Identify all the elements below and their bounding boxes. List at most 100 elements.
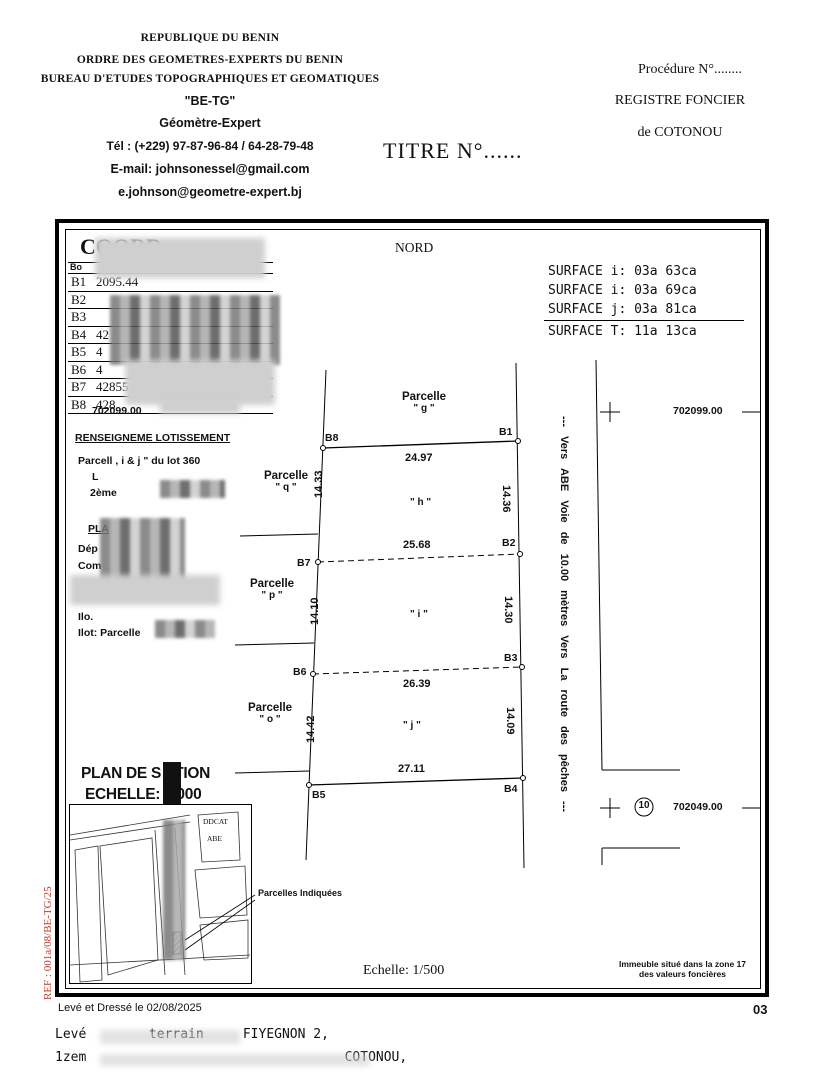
registre-ville: de COTONOU (637, 125, 723, 140)
header-republique: REPUBLIQUE DU BENIN (140, 32, 280, 44)
coord-y-left: 702099.00 (92, 405, 142, 417)
dim-mid2: 26.39 (403, 678, 431, 690)
dim-top: 24.97 (405, 452, 433, 464)
dim-right3: 14.09 (504, 707, 516, 735)
parcel-p: Parcelle " p " (248, 578, 296, 601)
parcel-o: Parcelle " o " (246, 702, 294, 725)
immeuble-note: Immeuble situé dans la zone 17 des valeu… (600, 959, 765, 979)
renseignement-title: RENSEIGNEME LOTISSEMENT (75, 432, 231, 444)
abe-label: ABE (207, 834, 222, 843)
coord-borne: B7 (71, 379, 87, 394)
parcel-o-code: " o " (259, 714, 281, 725)
coord-borne: B5 (71, 344, 87, 359)
situation-title: PLAN DE S ATION (81, 765, 210, 782)
surface-block: SURFACE i: 03a 63ca SURFACE i: 03a 69ca … (544, 262, 748, 341)
dim-left1: 14.33 (313, 470, 325, 498)
coord-borne: B4 (71, 326, 87, 342)
neighbour-boundary (234, 642, 315, 646)
parcel-g-name: Parcelle (401, 391, 447, 403)
coord-borne: B8 (71, 396, 87, 412)
echelle-label: Echelle: 1/500 (363, 963, 445, 978)
coord-borne: B3 (71, 309, 87, 324)
surface-total: SURFACE T: 11a 13ca (548, 324, 697, 339)
marker-circle (634, 797, 654, 817)
renseignement-line2: L (92, 471, 99, 483)
situation-echelle: ECHELLE: 0.000 (85, 786, 202, 803)
parcel-left-boundary (305, 369, 327, 861)
borne-b2 (517, 551, 523, 557)
surface-i1: SURFACE i: 03a 63ca (548, 264, 697, 279)
redaction (125, 360, 275, 405)
borne-label-b1: B1 (499, 426, 513, 438)
borne-label-b2: B2 (502, 537, 516, 549)
header-ordre: ORDRE DES GEOMETRES-EXPERTS DU BENIN (76, 54, 344, 66)
header-tel: Tél : (+229) 97-87-96-84 / 64-28-79-48 (106, 139, 314, 153)
procedure-number: Procédure N°........ (638, 62, 742, 77)
renseignement-line3: 2ème (90, 487, 117, 499)
parcel-q: Parcelle " q " (262, 470, 310, 493)
dim-mid1: 25.68 (403, 539, 431, 551)
redaction (100, 1054, 370, 1066)
dim-left2: 14.10 (309, 597, 321, 625)
immeuble-line1: Immeuble situé dans la zone 17 (618, 959, 747, 969)
header-betg: "BE-TG" (184, 94, 236, 108)
borne-label-b8: B8 (325, 432, 339, 444)
redaction (70, 575, 220, 605)
redaction (160, 480, 225, 498)
borne-b3 (519, 664, 525, 670)
immeuble-line2: des valeurs foncières (639, 969, 726, 979)
borne-b6 (310, 671, 316, 677)
borne-label-b3: B3 (504, 652, 518, 664)
parcel-p-name: Parcelle (249, 578, 295, 590)
parcel-j-code: " j " (403, 720, 421, 731)
header-email1: E-mail: johnsonessel@gmail.com (110, 162, 310, 176)
surface-i2: SURFACE i: 03a 69ca (548, 283, 697, 298)
header-bureau: BUREAU D'ETUDES TOPOGRAPHIQUES ET GEOMAT… (40, 73, 380, 85)
borne-b7 (315, 559, 321, 565)
parcel-i-code: " i " (410, 609, 428, 620)
coord-y-right-top: 702099.00 (673, 405, 723, 417)
inner-frame (65, 229, 761, 989)
dim-right2: 14.30 (502, 596, 514, 624)
coord-value: 4 (96, 361, 103, 377)
redaction (95, 238, 265, 278)
page-number: 03 (753, 1002, 768, 1017)
parcel-h-code: " h " (410, 497, 432, 508)
coord-y-right-bottom: 702049.00 (673, 801, 723, 813)
parcel-o-name: Parcelle (247, 702, 293, 714)
parcel-g-code: " g " (413, 403, 435, 414)
commune-label: Com (78, 560, 102, 572)
coord-borne: B6 (71, 361, 87, 377)
coord-borne: B1 (71, 274, 87, 289)
redaction (163, 762, 181, 804)
borne-b1 (515, 438, 521, 444)
coord-col-borne: Bo (70, 262, 82, 272)
coord-value: 4 (96, 344, 103, 359)
voie-label: --- Vers ABE Voie de 10.00 mètres Vers L… (558, 416, 570, 813)
borne-label-b6: B6 (293, 666, 307, 678)
redaction (155, 620, 215, 638)
nord-label: NORD (395, 240, 434, 255)
line-b6-b3 (312, 666, 523, 675)
redaction (100, 1030, 240, 1044)
road-edge (595, 359, 603, 771)
coord-value: 428 (96, 396, 116, 412)
marker-circle-label: 10 (638, 800, 650, 811)
ddcat-label: DDCAT (203, 817, 229, 826)
header-email2: e.johnson@geometre-expert.bj (118, 185, 302, 199)
borne-b4 (520, 775, 526, 781)
parcel-g: Parcelle " g " (400, 391, 448, 414)
parcel-p-code: " p " (261, 590, 283, 601)
dim-right1: 14.36 (500, 485, 512, 513)
borne-b8 (320, 445, 326, 451)
borne-label-b4: B4 (504, 783, 518, 795)
coord-borne: B2 (71, 291, 87, 307)
surface-j: SURFACE j: 03a 81ca (548, 302, 697, 317)
redaction (100, 518, 185, 583)
parcel-q-code: " q " (275, 482, 297, 493)
ref-stamp: REF : 001a/08/BE-TG/25 (42, 886, 54, 1000)
redaction (163, 820, 185, 960)
borne-label-b5: B5 (312, 789, 326, 801)
ilo-label: Ilo. (78, 611, 94, 623)
parcelles-indiquees: Parcelles Indiquées (258, 888, 343, 898)
